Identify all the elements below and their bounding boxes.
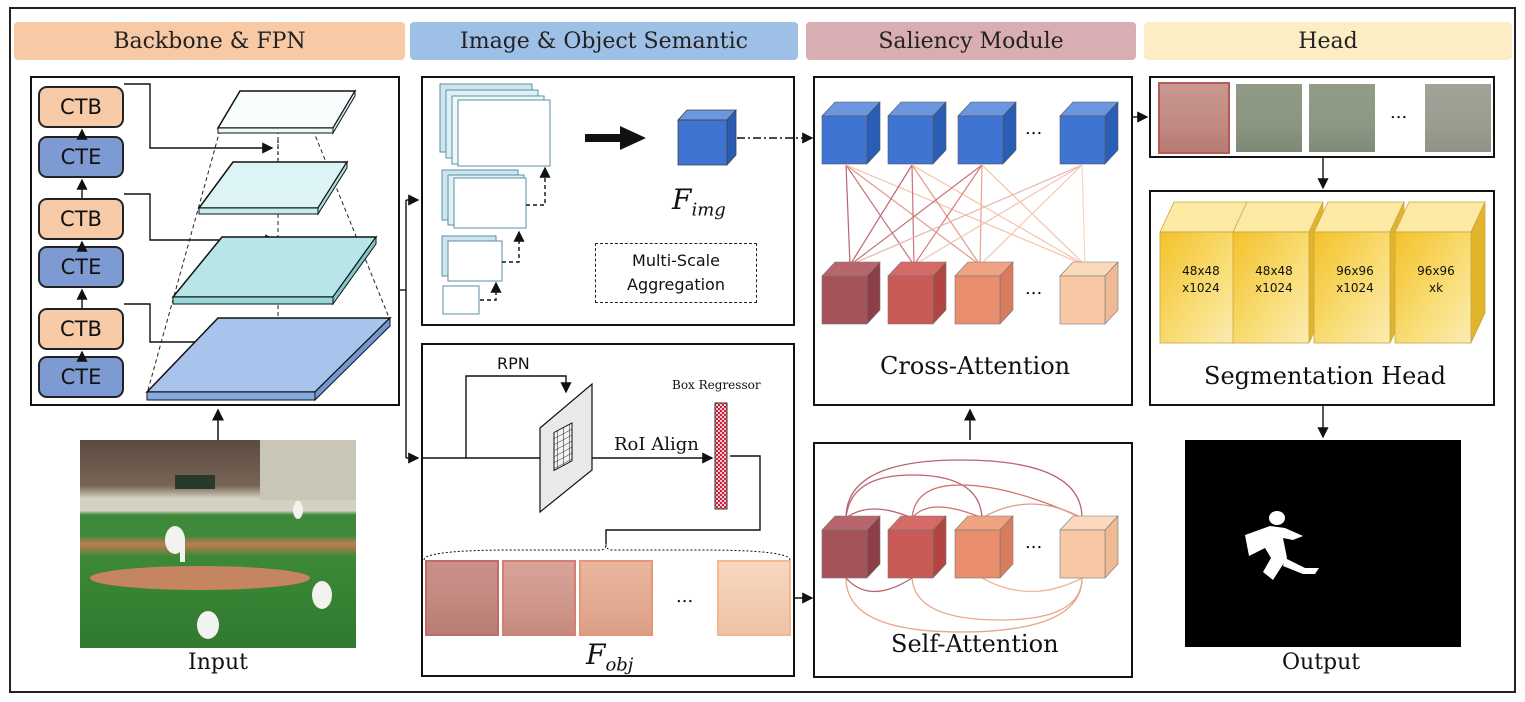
backbone-header: Backbone & FPN (14, 22, 405, 60)
mask-thumb-3 (1309, 84, 1375, 152)
multiscale-line2: Aggregation (627, 275, 725, 294)
mask-strip-ellipsis: ... (1390, 102, 1408, 123)
object-crop-1 (425, 560, 499, 636)
ctb-block-3: CTB (38, 308, 124, 350)
blue-cube-4 (1059, 101, 1119, 165)
cross-attention-object-cubes (821, 261, 1119, 325)
feature-map-grid (539, 382, 593, 514)
self-red-cube-3 (954, 515, 1014, 579)
head-header: Head (1144, 22, 1512, 60)
cross-attention-label: Cross-Attention (880, 352, 1071, 380)
output-mask (1185, 440, 1461, 647)
box-regressor-label: Box Regressor (672, 378, 761, 392)
ctb-block-2: CTB (38, 198, 124, 240)
fpn-level-3 (171, 235, 378, 306)
aggregation-arrow (585, 126, 646, 150)
input-image (80, 440, 356, 648)
fpn-level-1 (216, 89, 357, 135)
object-crop-2 (502, 560, 576, 636)
self-attention-label: Self-Attention (891, 630, 1059, 658)
slab-1-label-line1: 48x48 (1182, 264, 1220, 278)
saliency-header: Saliency Module (806, 22, 1136, 60)
box-regressor-bar (714, 402, 728, 510)
red-cube-2 (887, 261, 947, 325)
semantic-header: Image & Object Semantic (410, 22, 798, 60)
fpn-level-2 (197, 160, 349, 216)
roi-align-label: RoI Align (614, 434, 699, 455)
f-img-main: F (672, 183, 692, 216)
self-red-cube-4 (1059, 515, 1119, 579)
fpn-pyramid (145, 89, 392, 402)
rpn-label: RPN (497, 354, 530, 373)
rpn-flow (421, 375, 761, 544)
cross-attention-query-cubes (821, 101, 1119, 165)
red-cube-3 (954, 261, 1014, 325)
output-label: Output (1282, 650, 1361, 675)
red-cube-4 (1059, 261, 1119, 325)
blue-cube-1 (821, 101, 881, 165)
cross-query-ellipsis: ... (1025, 118, 1043, 139)
fpn-level-4 (145, 316, 392, 402)
f-img-sub: img (691, 199, 726, 221)
input-label: Input (188, 650, 248, 675)
cte-block-2: CTE (38, 246, 124, 288)
object-brace (423, 543, 791, 561)
self-attention-cubes (821, 515, 1119, 579)
f-obj-label: Fobj (586, 638, 633, 676)
multiscale-aggregation-box: Multi-Scale Aggregation (595, 243, 757, 303)
f-img-cube (677, 108, 737, 167)
mask-thumb-2 (1236, 84, 1302, 152)
cross-object-ellipsis: ... (1025, 278, 1043, 299)
slab-4-label-line2: xk (1429, 281, 1443, 295)
slab-4-label-line1: 96x96 (1417, 264, 1455, 278)
self-attention-arcs (845, 459, 1083, 633)
blue-cube-3 (957, 101, 1017, 165)
self-red-cube-1 (821, 515, 881, 579)
slab-1-label-line2: x1024 (1182, 281, 1220, 295)
slab-3-label-line1: 96x96 (1336, 264, 1374, 278)
red-cube-1 (821, 261, 881, 325)
object-crop-3 (579, 560, 653, 636)
segmentation-slabs: 48x48 x1024 48x48 x1024 96x96 x1024 96x9… (1159, 201, 1486, 344)
segmentation-head-label: Segmentation Head (1204, 362, 1447, 390)
ctb-block-1: CTB (38, 86, 124, 128)
slab-2-label-line1: 48x48 (1255, 264, 1293, 278)
object-crop-4 (717, 560, 791, 636)
backbone-to-semantic-arrows (400, 194, 420, 464)
cross-attention-edges (845, 164, 1086, 266)
slab-3-label-line2: x1024 (1336, 281, 1374, 295)
blue-cube-2 (887, 101, 947, 165)
multiscale-dashed-arrows (480, 166, 551, 301)
slab-4 (1394, 201, 1486, 344)
mask-thumb-4 (1425, 84, 1491, 152)
mask-thumb-1 (1158, 82, 1230, 154)
object-crops-ellipsis: ... (676, 586, 694, 607)
self-red-cube-2 (887, 515, 947, 579)
multiscale-stack (439, 83, 551, 315)
f-obj-sub: obj (605, 654, 634, 676)
multiscale-line1: Multi-Scale (632, 251, 720, 270)
f-img-label: Fimg (672, 183, 726, 221)
self-attention-ellipsis: ... (1025, 532, 1043, 553)
cte-block-1: CTE (38, 136, 124, 178)
slab-2-label-line2: x1024 (1255, 281, 1293, 295)
f-obj-main: F (586, 638, 606, 671)
outer-frame (9, 7, 1516, 693)
